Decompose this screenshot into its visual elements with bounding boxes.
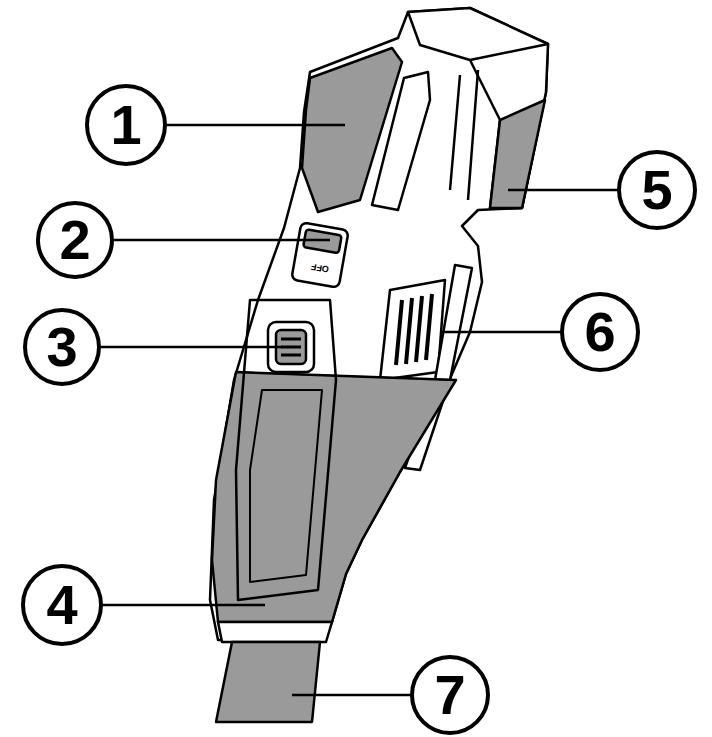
callout-circle: 7: [410, 655, 490, 735]
callout-number: 1: [110, 97, 141, 153]
callout-circle: 6: [560, 292, 640, 372]
callout-number: 7: [434, 667, 465, 723]
callout-number: 3: [46, 319, 77, 375]
callout-circle: 2: [36, 201, 114, 279]
callout-number: 4: [46, 577, 77, 633]
switch-label: OFF: [310, 262, 329, 274]
callout-circle: 3: [23, 308, 101, 386]
callout-number: 5: [641, 162, 672, 218]
callout-circle: 5: [617, 150, 697, 230]
callout-number: 2: [59, 212, 90, 268]
callout-circle: 1: [85, 84, 167, 166]
callout-number: 6: [584, 304, 615, 360]
callout-circle: 4: [21, 564, 103, 646]
